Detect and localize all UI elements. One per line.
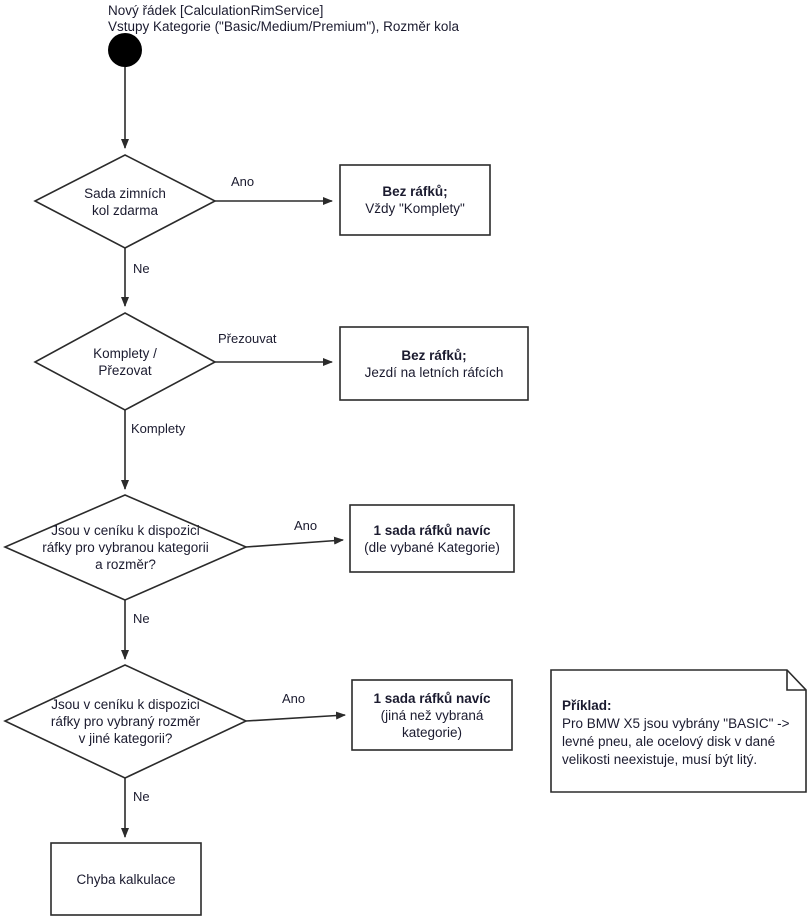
decision-komplety-prezovat-shape [33,312,217,411]
edge-label-decision3-yes: Ano [294,518,318,533]
diagram-title-line-2: Vstupy Kategorie ("Basic/Medium/Premium"… [108,19,459,34]
note-priklad-line-1: Pro BMW X5 jsou vybrány "BASIC" -> [562,716,790,731]
end-calculation-error-shape [50,842,202,916]
note-priklad-line-3: velikosti neexistuje, musí být litý. [562,752,758,767]
diagram-title-line-1: Nový řádek [CalculationRimService] [108,3,324,18]
edge-label-decision4-yes: Ano [282,691,306,706]
result-one-extra-set-other-shape [351,679,513,751]
note-priklad-line-2: levné pneu, ale ocelový disk v dané [562,734,776,749]
edge-label-decision1-no: Ne [133,261,150,276]
note-priklad[interactable]: Příklad: Pro BMW X5 jsou vybrány "BASIC"… [562,697,797,769]
start-circle [108,33,142,67]
decision-winter-set-shape [33,154,217,249]
decision-rims-other-category-shape [3,664,248,779]
result-no-rims-always-komplety-shape [339,164,491,236]
note-priklad-title: Příklad: [562,698,612,713]
note-fold-icon [786,670,806,691]
note-priklad-shape [550,669,807,793]
edge-label-decision1-yes: Ano [231,174,255,189]
edge-decision3-yes [245,536,344,548]
edge-label-decision2-yes: Přezouvat [218,331,277,346]
decision-rims-category-size-shape [3,494,249,601]
edge-label-decision3-no: Ne [133,611,150,626]
edge-label-decision2-no: Komplety [131,421,186,436]
result-no-rims-summer-shape [339,326,529,401]
edge-label-decision4-no: Ne [133,789,150,804]
edge-decision4-yes [245,711,346,722]
result-one-extra-set-selected-shape [349,504,515,573]
